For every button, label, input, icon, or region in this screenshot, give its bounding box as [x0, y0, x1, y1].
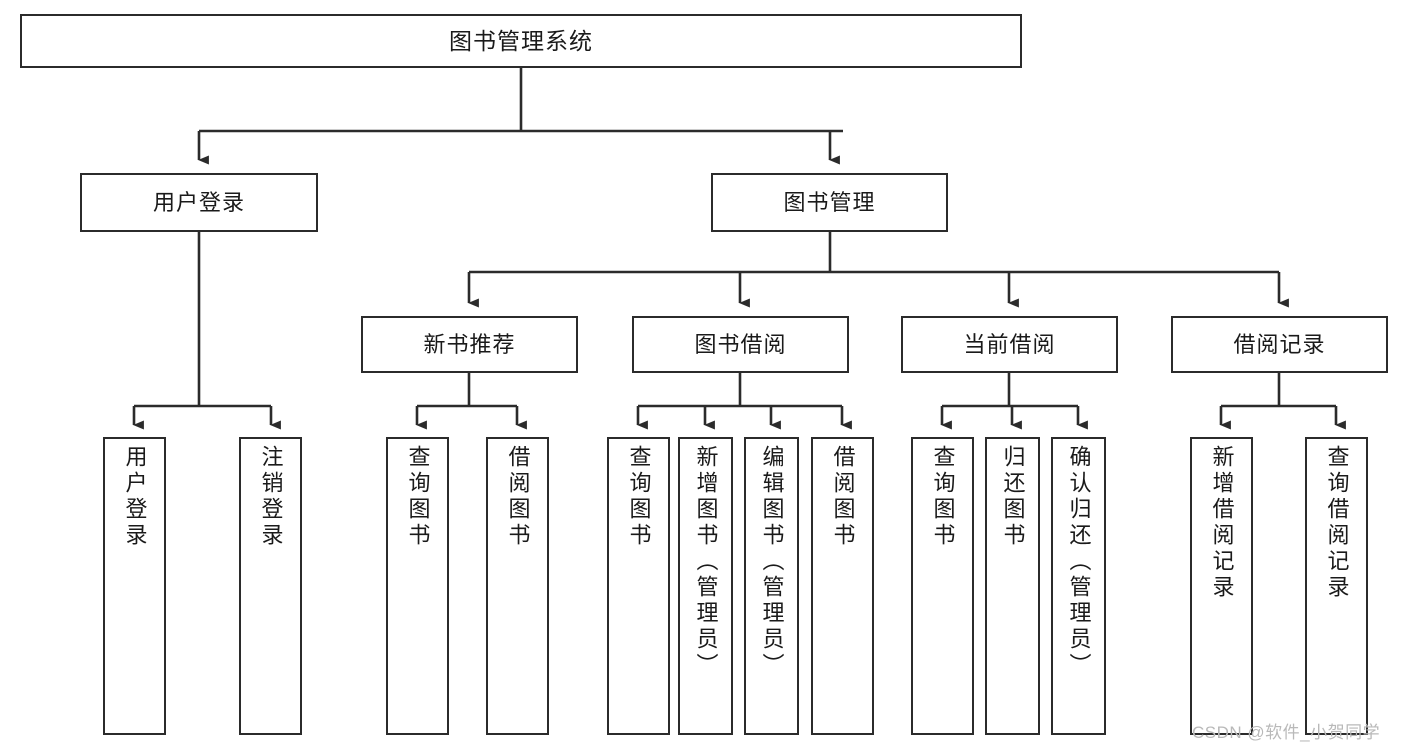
leaf-query-book-borrow[interactable]: 查询图书	[607, 437, 670, 735]
leaf-logout[interactable]: 注销登录	[239, 437, 302, 735]
leaf-user-login-label: 用户登录	[122, 445, 148, 549]
leaf-return-book-label: 归还图书	[1000, 445, 1026, 549]
leaf-query-book-recommend[interactable]: 查询图书	[386, 437, 449, 735]
leaf-query-book-current-label: 查询图书	[930, 445, 956, 549]
leaf-add-borrow-record-label: 新增借阅记录	[1209, 445, 1235, 601]
leaf-borrow-book-recommend-label: 借阅图书	[505, 445, 531, 549]
leaf-query-borrow-record-label: 查询借阅记录	[1324, 445, 1350, 601]
node-book-management[interactable]: 图书管理	[711, 173, 948, 232]
leaf-query-book-current[interactable]: 查询图书	[911, 437, 974, 735]
leaf-edit-book-admin[interactable]: 编辑图书（管理员）	[744, 437, 799, 735]
csdn-watermark: CSDN @软件_小贺同学	[1192, 723, 1381, 742]
node-book-borrow-label: 图书借阅	[694, 331, 787, 357]
node-current-borrow[interactable]: 当前借阅	[901, 316, 1118, 373]
node-borrow-record[interactable]: 借阅记录	[1171, 316, 1388, 373]
node-new-book-recommend[interactable]: 新书推荐	[361, 316, 578, 373]
leaf-query-book-borrow-label: 查询图书	[626, 445, 652, 549]
leaf-query-borrow-record[interactable]: 查询借阅记录	[1305, 437, 1368, 735]
node-book-borrow[interactable]: 图书借阅	[632, 316, 849, 373]
leaf-user-login[interactable]: 用户登录	[103, 437, 166, 735]
leaf-add-borrow-record[interactable]: 新增借阅记录	[1190, 437, 1253, 735]
leaf-logout-label: 注销登录	[258, 445, 284, 549]
leaf-return-book[interactable]: 归还图书	[985, 437, 1040, 735]
leaf-confirm-return-admin[interactable]: 确认归还（管理员）	[1051, 437, 1106, 735]
leaf-confirm-return-admin-label: 确认归还（管理员）	[1066, 445, 1092, 679]
node-new-book-recommend-label: 新书推荐	[423, 331, 516, 357]
leaf-query-book-recommend-label: 查询图书	[405, 445, 431, 549]
node-root[interactable]: 图书管理系统	[20, 14, 1022, 68]
node-user-login[interactable]: 用户登录	[80, 173, 318, 232]
leaf-edit-book-admin-label: 编辑图书（管理员）	[759, 445, 785, 679]
node-borrow-record-label: 借阅记录	[1233, 331, 1326, 357]
leaf-add-book-admin-label: 新增图书（管理员）	[693, 445, 719, 679]
node-book-management-label: 图书管理	[783, 189, 876, 215]
leaf-borrow-book[interactable]: 借阅图书	[811, 437, 874, 735]
leaf-add-book-admin[interactable]: 新增图书（管理员）	[678, 437, 733, 735]
node-root-label: 图书管理系统	[449, 27, 593, 54]
node-current-borrow-label: 当前借阅	[963, 331, 1056, 357]
leaf-borrow-book-label: 借阅图书	[830, 445, 856, 549]
leaf-borrow-book-recommend[interactable]: 借阅图书	[486, 437, 549, 735]
node-user-login-label: 用户登录	[152, 189, 245, 215]
